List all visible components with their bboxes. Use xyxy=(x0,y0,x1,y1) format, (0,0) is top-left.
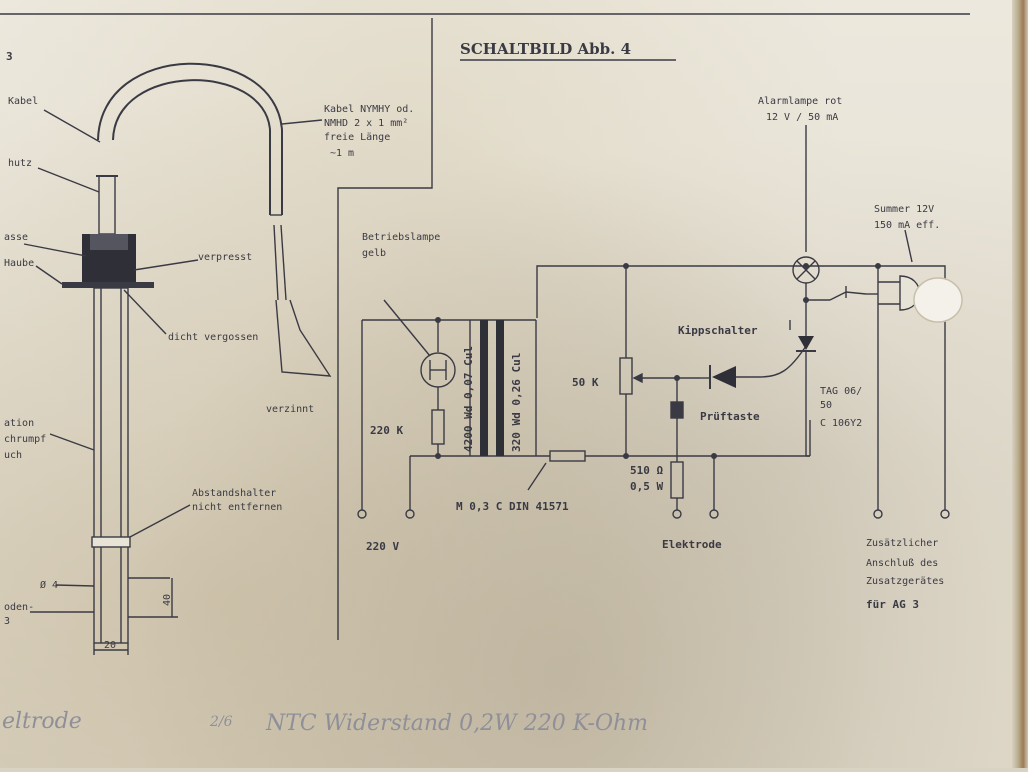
schematic xyxy=(357,59,950,519)
alarm-lamp-label-1: Alarmlampe rot xyxy=(758,96,842,107)
cable-spec-4: ~1 m xyxy=(330,148,354,159)
bottom-label-1: oden- xyxy=(4,602,34,613)
probe-flange xyxy=(62,282,154,288)
alarm-lamp-label-2: 12 V / 50 mA xyxy=(766,112,838,123)
resistor-510 xyxy=(670,461,684,499)
terminal-mains-1 xyxy=(357,509,367,519)
toggle-switch xyxy=(829,291,867,301)
cable-inner xyxy=(112,79,271,215)
dimension-40: 40 xyxy=(162,594,173,606)
mass-label: asse xyxy=(4,232,28,243)
buzzer-label-2: 150 mA eff. xyxy=(874,220,940,231)
transformer-core-right xyxy=(496,320,504,456)
figure-number: 3 xyxy=(6,50,13,63)
secondary-winding-label: 320 Wd 0,26 Cul xyxy=(510,353,523,452)
thyristor xyxy=(798,336,814,350)
extra-label-2: Anschluß des xyxy=(866,558,938,569)
terminal-mains-2 xyxy=(405,509,415,519)
operating-lamp-label-2: gelb xyxy=(362,248,386,259)
terminal-extra-1 xyxy=(873,509,883,519)
transformer-core-left xyxy=(480,320,488,456)
extra-label-1: Zusätzlicher xyxy=(866,538,938,549)
potentiometer-50k xyxy=(619,357,633,395)
potentiometer-label: 50 K xyxy=(572,376,599,389)
handwritten-left: eltrode xyxy=(2,709,82,734)
handwritten-fraction: 2/6 xyxy=(209,714,233,730)
probe-drawing xyxy=(23,62,332,655)
buzzer-label-1: Summer 12V xyxy=(874,204,934,215)
cable-spec-2: NMHD 2 x 1 mm² xyxy=(324,118,408,129)
schematic-title: SCHALTBILD Abb. 4 xyxy=(460,40,631,58)
punch-hole xyxy=(913,277,963,323)
cable-sleeve xyxy=(98,175,116,235)
spacer-label-2: nicht entfernen xyxy=(192,502,282,513)
mains-label: 220 V xyxy=(366,540,399,553)
bottom-label-2: 3 xyxy=(4,616,10,627)
pressed-label: verpresst xyxy=(198,252,252,263)
test-button xyxy=(670,401,684,419)
test-button-label: Prüftaste xyxy=(700,410,760,423)
spacer-ring xyxy=(91,536,131,548)
thyristor-label-1: TAG 06/ xyxy=(820,386,862,397)
resistor-220k-label: 220 K xyxy=(370,424,403,437)
top-rail xyxy=(536,265,946,510)
insulation-label-3: uch xyxy=(4,450,22,461)
handwritten-note: NTC Widerstand 0,2W 220 K-Ohm xyxy=(265,711,648,736)
panel-divider-line xyxy=(337,18,433,640)
spacer-label-1: Abstandshalter xyxy=(192,488,276,499)
cable-label: Kabel xyxy=(8,96,38,107)
operating-lamp-label-1: Betriebslampe xyxy=(362,232,440,243)
resistor-510-label-1: 510 Ω xyxy=(630,464,663,477)
electrode-label: Elektrode xyxy=(662,538,722,551)
extra-label-3: Zusatzgerätes xyxy=(866,576,944,587)
terminal-extra-2 xyxy=(940,509,950,519)
resistor-510-label-2: 0,5 W xyxy=(630,480,663,493)
fuse-label: M 0,3 C DIN 41571 xyxy=(456,500,569,513)
dimension-20: 20 xyxy=(104,640,116,651)
probe-tube xyxy=(93,287,129,644)
switch-label: Kippschalter xyxy=(678,324,758,337)
hood-label: Haube xyxy=(4,258,34,269)
fuse xyxy=(549,450,586,462)
thyristor-label-3: C 106Y2 xyxy=(820,418,862,429)
extra-label-4: für AG 3 xyxy=(866,598,919,611)
terminal-electrode-1 xyxy=(672,509,682,519)
sleeve-label: hutz xyxy=(8,158,32,169)
cable-spec-3: freie Länge xyxy=(324,132,390,143)
page-edge xyxy=(1012,0,1028,768)
tinned-wire-end xyxy=(275,299,332,377)
resistor-220k xyxy=(431,409,445,445)
terminal-electrode-2 xyxy=(709,509,719,519)
cable-spec-1: Kabel NYMHY od. xyxy=(324,104,414,115)
sealed-label: dicht vergossen xyxy=(168,332,258,343)
primary-winding-label: 4200 Wd 0,07 Cul xyxy=(462,346,475,452)
thyristor-label-2: 50 xyxy=(820,400,832,411)
diameter-label: Ø 4 xyxy=(40,579,58,591)
tinned-label: verzinnt xyxy=(266,404,314,415)
diode xyxy=(712,366,736,388)
cable-outer xyxy=(97,62,283,215)
insulation-label-1: ation xyxy=(4,418,34,429)
insulation-label-2: chrumpf xyxy=(4,434,46,445)
